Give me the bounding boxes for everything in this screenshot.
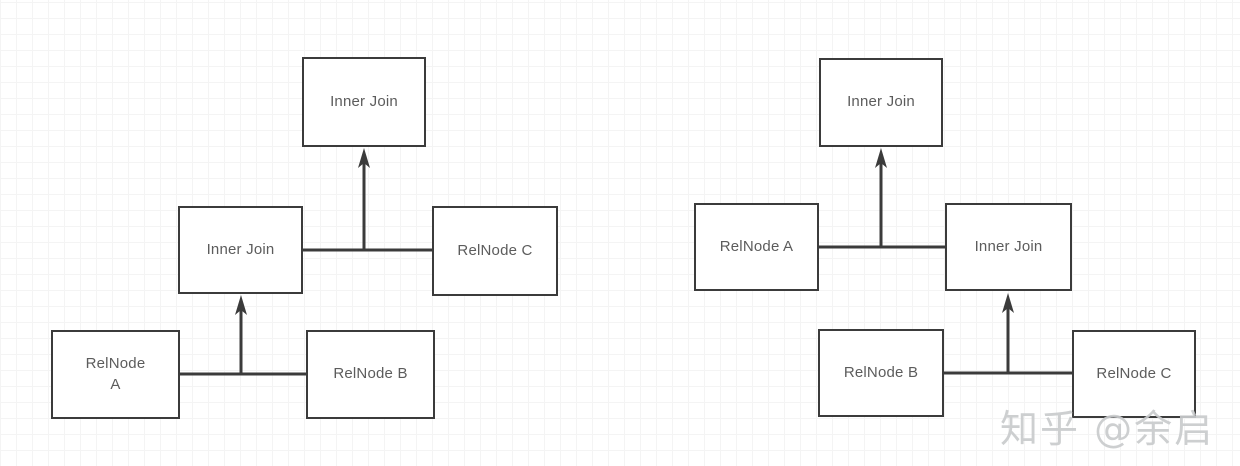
arrow-head [358,148,370,168]
arrow-head [1002,293,1014,313]
node-left-mid-inner-join[interactable]: Inner Join [178,206,303,294]
node-left-root-inner-join[interactable]: Inner Join [302,57,426,147]
node-label: RelNode B [333,365,408,383]
node-label: RelNode A [85,355,146,393]
node-label: RelNode A [719,237,794,255]
node-label: RelNode B [843,363,919,381]
node-right-mid-inner-join[interactable]: Inner Join [945,203,1072,291]
node-label: RelNode C [457,241,533,259]
node-label: Inner Join [974,237,1043,255]
node-left-relnode-a[interactable]: RelNode A [51,330,180,419]
node-right-relnode-a[interactable]: RelNode A [694,203,819,291]
node-left-relnode-b[interactable]: RelNode B [306,330,435,419]
arrow-group [235,148,1014,374]
zhihu-watermark: 知乎 @余启 [1000,407,1215,451]
arrow-head [875,148,887,168]
node-label: RelNode C [1096,364,1172,382]
node-left-relnode-c[interactable]: RelNode C [432,206,558,296]
node-right-root-inner-join[interactable]: Inner Join [819,58,943,147]
node-label: Inner Join [847,93,915,111]
arrow-head [235,295,247,315]
node-right-relnode-c[interactable]: RelNode C [1072,330,1196,418]
node-label: Inner Join [330,92,398,110]
node-label: Inner Join [206,240,275,258]
node-right-relnode-b[interactable]: RelNode B [818,329,944,417]
